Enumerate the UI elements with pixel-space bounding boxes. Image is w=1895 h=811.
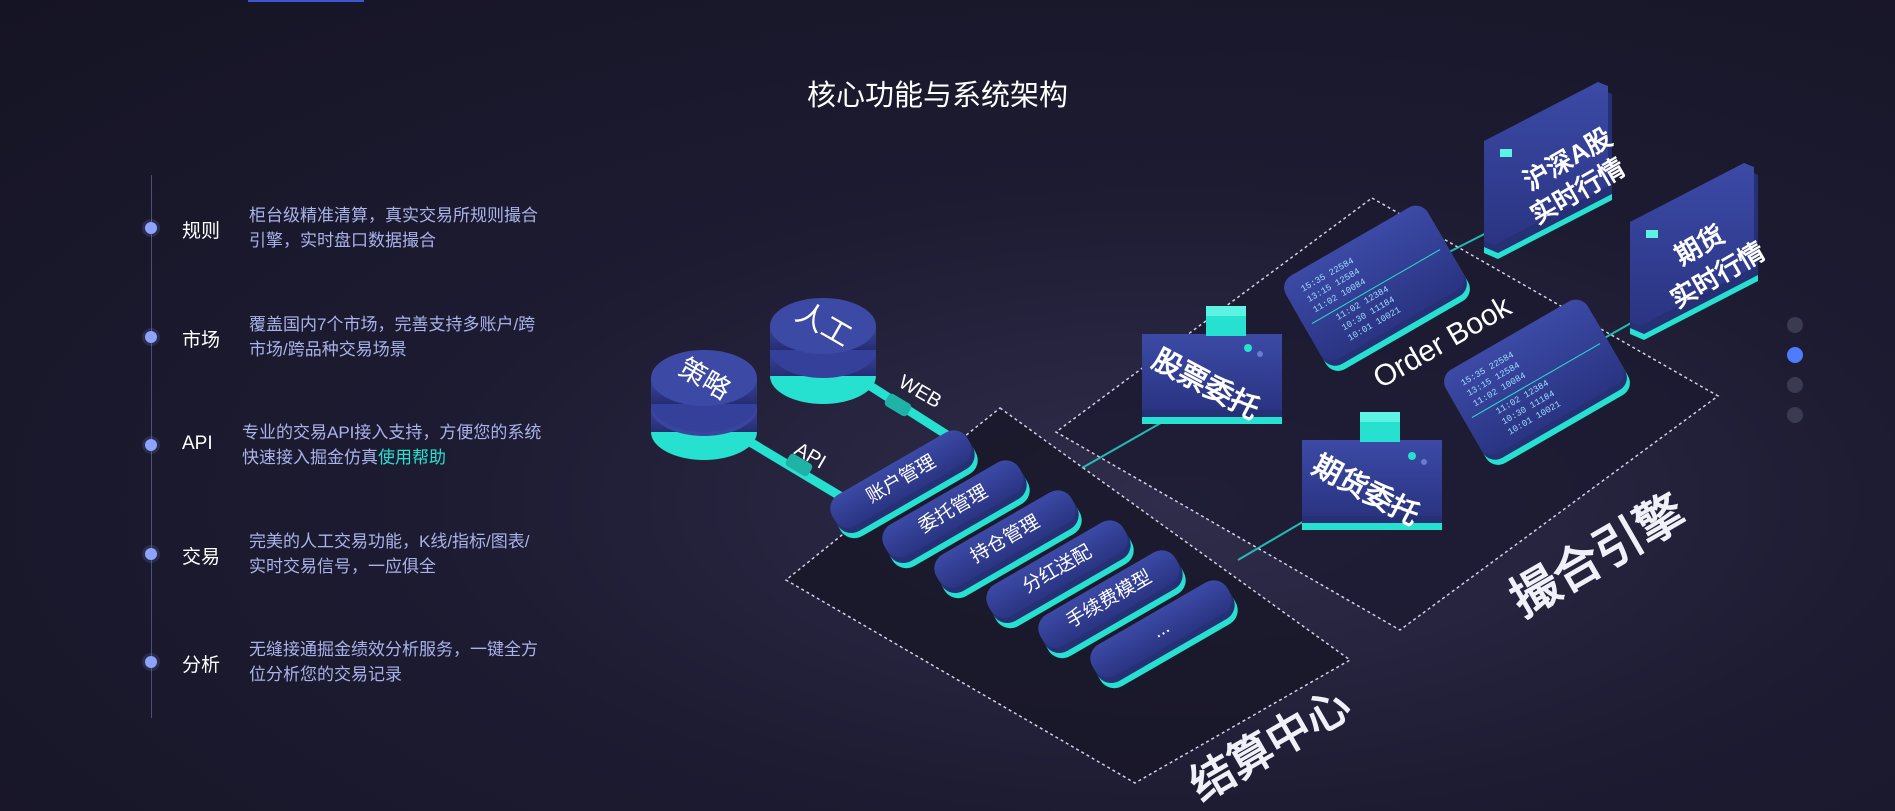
web-cable — [859, 377, 963, 447]
web-connector — [884, 393, 912, 417]
module-bar: 分红送配 — [986, 520, 1134, 629]
feature-trading: 交易 完美的人工交易功能，K线/指标/图表/实时交易信号，一应俱全 — [0, 526, 560, 586]
feature-desc: 完美的人工交易功能，K线/指标/图表/实时交易信号，一应俱全 — [249, 532, 530, 576]
timeline-dot — [145, 656, 157, 668]
feature-label: 市场 — [182, 330, 221, 351]
timeline-dot — [145, 548, 157, 560]
timeline-dot — [145, 439, 157, 451]
feature-desc: 无缝接通掘金绩效分析服务，一键全方位分析您的交易记录 — [249, 640, 538, 684]
feature-analysis: 分析 无缝接通掘金绩效分析服务，一键全方位分析您的交易记录 — [0, 634, 560, 694]
feature-desc: 覆盖国内7个市场，完善支持多账户/跨市场/跨品种交易场景 — [249, 315, 536, 359]
pager-dot-2-active[interactable] — [1787, 347, 1803, 363]
feature-desc-text: 专业的交易API接入支持，方便您的系统快速接入掘金仿真 — [242, 423, 542, 467]
feature-desc: 专业的交易API接入支持，方便您的系统快速接入掘金仿真使用帮助 — [242, 420, 542, 470]
top-nav-underline — [248, 0, 364, 2]
futures-order-box: 期货委托 — [1302, 412, 1442, 532]
timeline-dot — [145, 222, 157, 234]
futures-feed-box: 期货 实时行情 — [1630, 163, 1770, 340]
module-bar: ... — [1090, 580, 1238, 689]
feature-label: 分析 — [182, 655, 221, 676]
pager-dot-1[interactable] — [1787, 317, 1803, 333]
feature-api: API 专业的交易API接入支持，方便您的系统快速接入掘金仿真使用帮助 — [0, 417, 560, 477]
page-title: 核心功能与系统架构 — [806, 80, 1068, 112]
manual-node: 人工 — [770, 297, 876, 404]
feature-label: 交易 — [182, 547, 221, 568]
feature-label: API — [182, 433, 213, 454]
module-bar: 持仓管理 — [934, 490, 1082, 599]
pager-dot-4[interactable] — [1787, 407, 1803, 423]
feature-label: 规则 — [182, 221, 221, 242]
api-connector — [785, 453, 813, 477]
feature-rules: 规则 柜台级精准清算，真实交易所规则撮合引擎，实时盘口数据撮合 — [0, 200, 560, 260]
stock-order-box: 股票委托 — [1142, 306, 1282, 426]
order-book-panel: 15:35 22584 13:15 12584 11:02 10084 11:0… — [1284, 205, 1470, 371]
pager-dot-3[interactable] — [1787, 377, 1803, 393]
timeline-dot — [145, 331, 157, 343]
a-share-feed-box: 沪深A股 实时行情 — [1484, 82, 1630, 259]
help-link[interactable]: 使用帮助 — [378, 448, 446, 467]
module-bar: 手续费模型 — [1038, 550, 1186, 659]
strategy-node: 策略 — [651, 350, 757, 460]
order-book-panel: 15:35 22584 13:15 12584 11:02 10084 11:0… — [1444, 299, 1630, 465]
feature-market: 市场 覆盖国内7个市场，完善支持多账户/跨市场/跨品种交易场景 — [0, 309, 560, 369]
feature-desc: 柜台级精准清算，真实交易所规则撮合引擎，实时盘口数据撮合 — [249, 206, 538, 250]
